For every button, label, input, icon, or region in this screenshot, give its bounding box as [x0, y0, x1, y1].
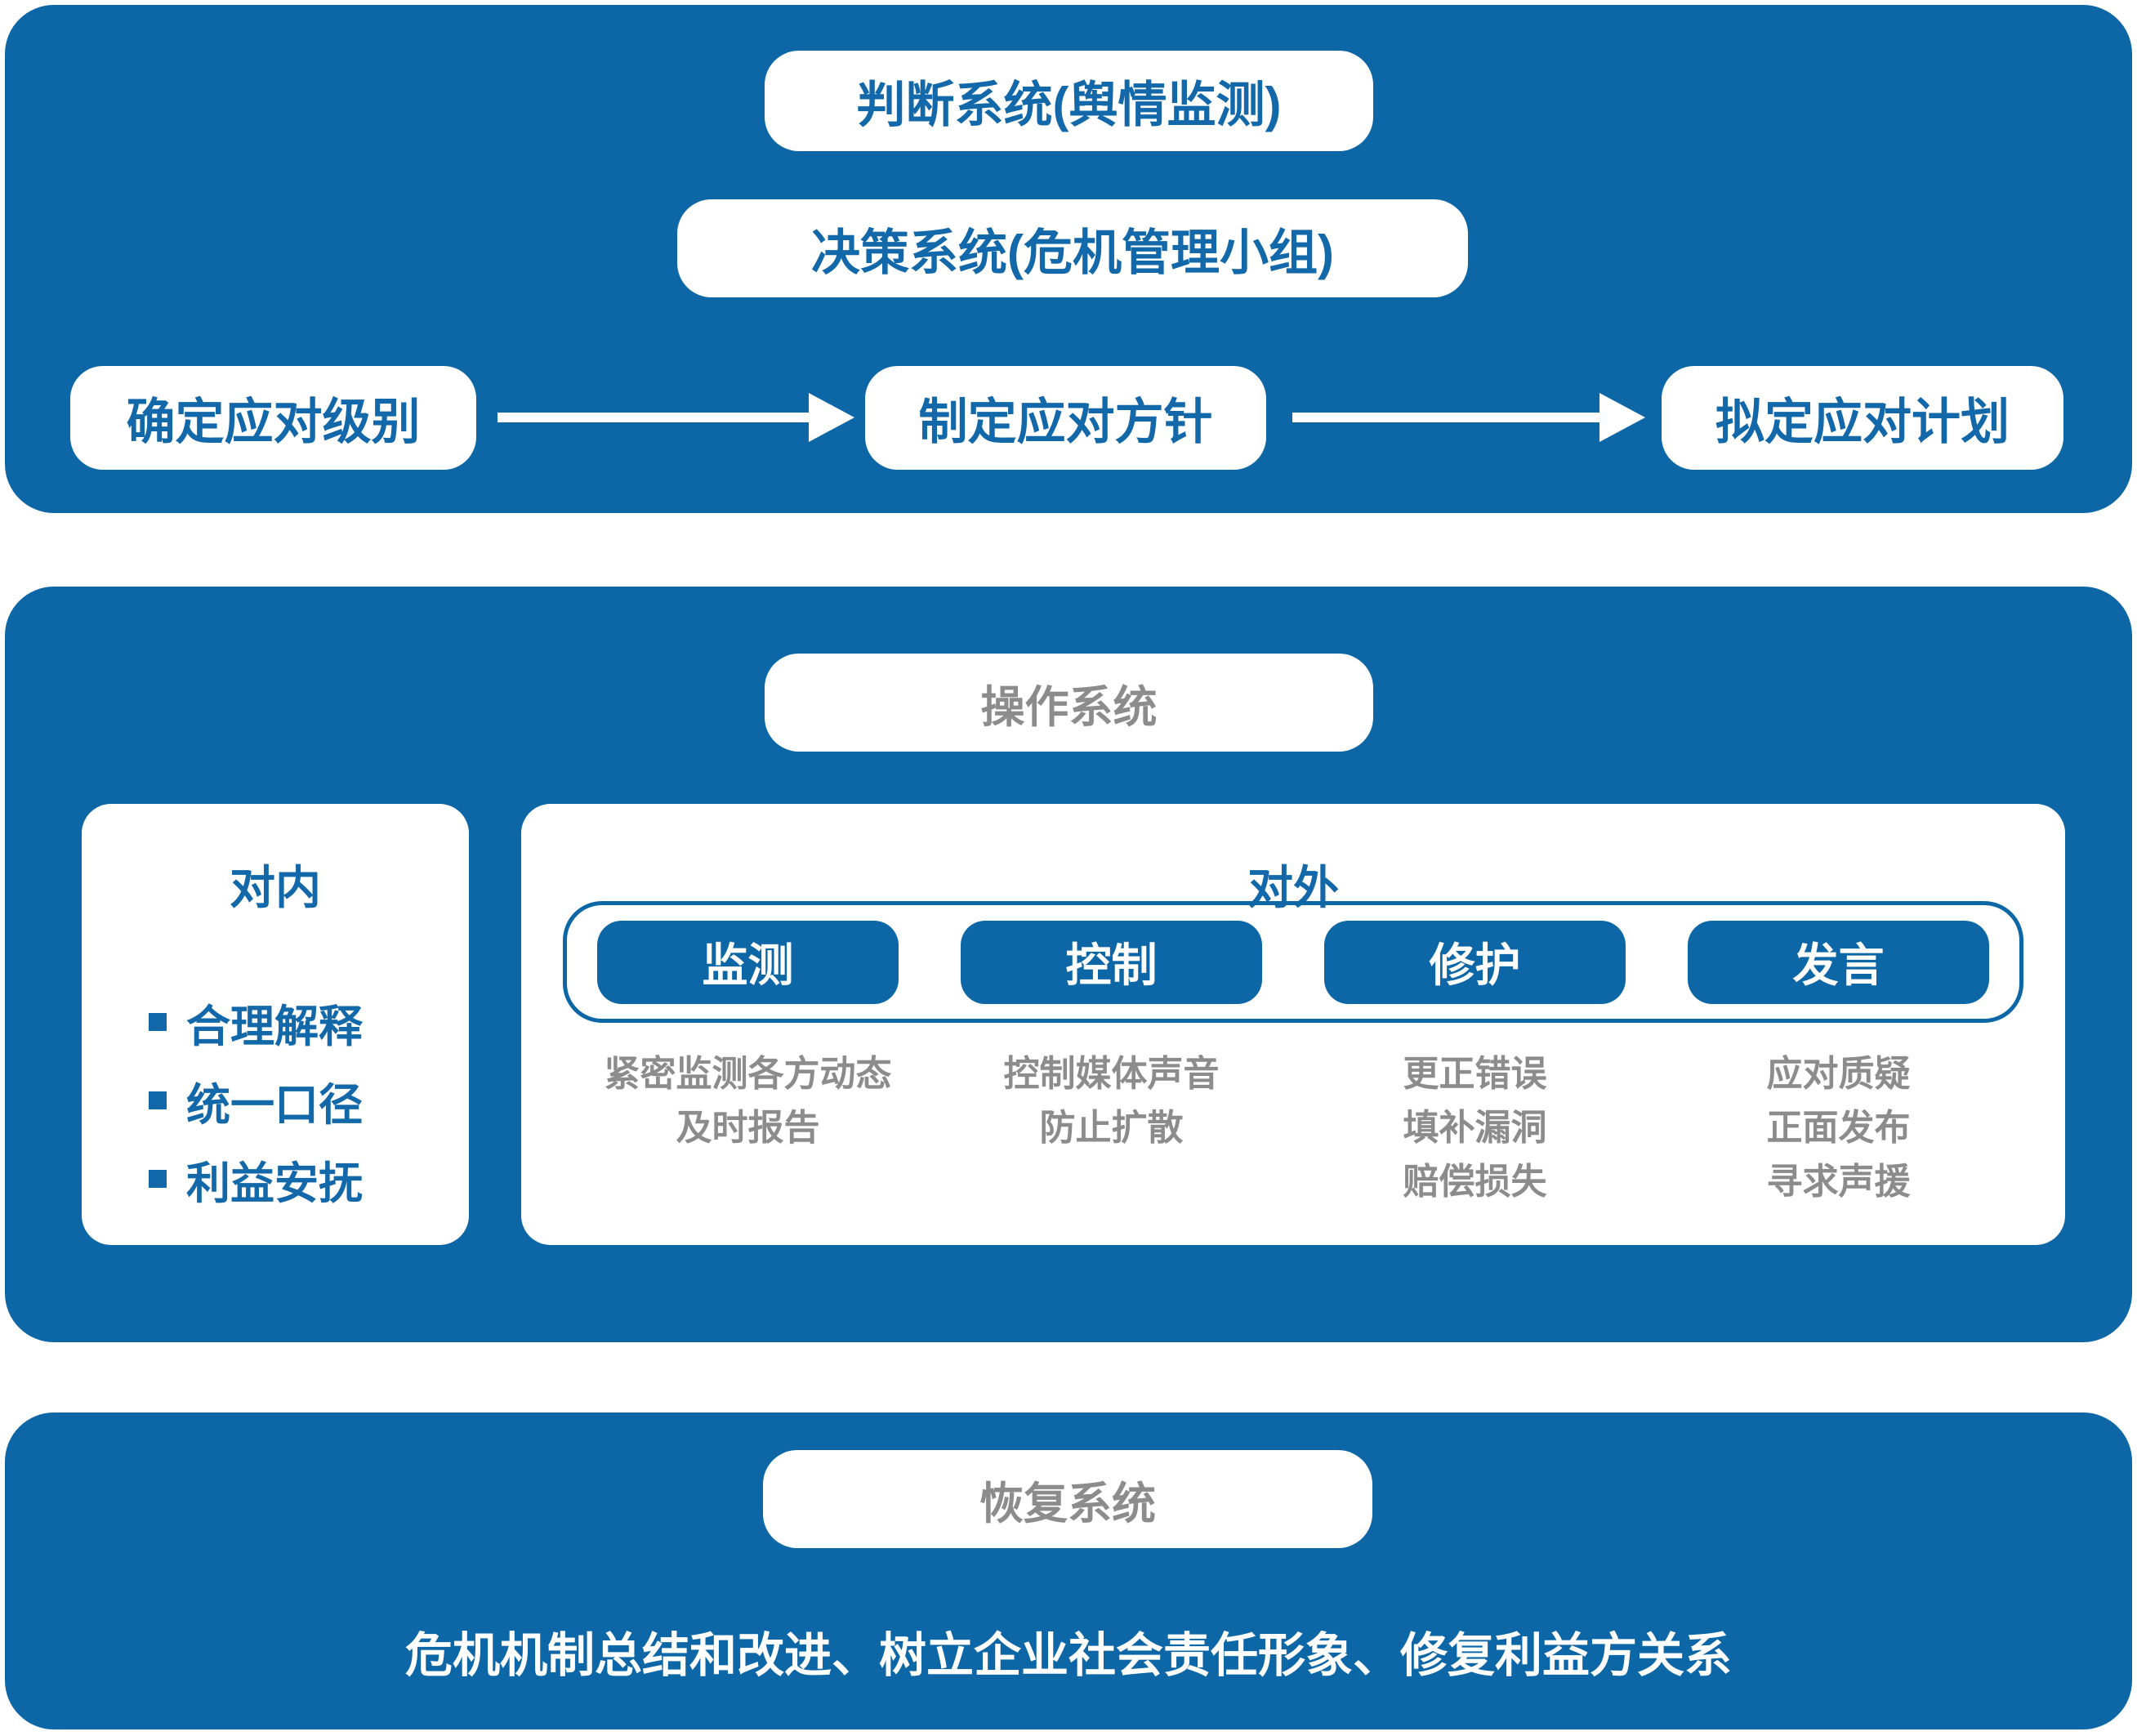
list-item: 合理解释	[82, 983, 469, 1061]
internal-item-label: 合理解释	[186, 1002, 363, 1051]
tactic-desc-speak: 应对质疑 正面发布 寻求声援	[1688, 1047, 1989, 1209]
operation-system-box: 操作系统	[765, 654, 1373, 752]
desc-line: 寻求声援	[1766, 1162, 1911, 1202]
desc-line: 及时报告	[676, 1108, 820, 1148]
step-draft-response-plan: 拟定应对计划	[1662, 366, 2063, 470]
desc-line: 控制媒体声音	[1003, 1054, 1220, 1094]
desc-line: 应对质疑	[1766, 1054, 1911, 1094]
external-panel: 对外 监测 控制 修护 发言 紧密监测各方动态 及时报告 控制媒体声音 防止扩散…	[521, 804, 2065, 1245]
recovery-system-label: 恢复系统	[979, 1479, 1156, 1528]
tactic-desc-repair: 更正错误 填补漏洞 赔偿损失	[1324, 1047, 1626, 1209]
arrow-head	[809, 393, 854, 442]
step-label: 确定应对级别	[126, 395, 421, 449]
desc-line: 填补漏洞	[1403, 1108, 1547, 1148]
operation-system-label: 操作系统	[980, 682, 1158, 732]
desc-line: 正面发布	[1766, 1108, 1911, 1148]
internal-item-list: 合理解释 统一口径 利益安抚	[82, 983, 469, 1218]
tactic-desc-monitor: 紧密监测各方动态 及时报告	[597, 1047, 899, 1209]
desc-line: 紧密监测各方动态	[604, 1054, 892, 1094]
arrow-right-icon	[497, 393, 854, 442]
decision-system-label: 决策系统(危机管理小组)	[811, 225, 1334, 280]
list-item: 统一口径	[82, 1061, 469, 1140]
tactic-chip-speak: 发言	[1688, 920, 1989, 1004]
step-determine-response-level: 确定应对级别	[70, 366, 476, 470]
judgment-system-label: 判断系统(舆情监测)	[856, 78, 1282, 132]
tactic-descriptions-row: 紧密监测各方动态 及时报告 控制媒体声音 防止扩散 更正错误 填补漏洞 赔偿损失…	[563, 1047, 2023, 1209]
internal-item-label: 利益安抚	[186, 1158, 363, 1208]
tactics-outline-frame: 监测 控制 修护 发言	[563, 901, 2023, 1023]
internal-panel: 对内 合理解释 统一口径 利益安抚	[82, 804, 469, 1245]
recovery-description: 危机机制总结和改进、树立企业社会责任形象、修复利益方关系	[404, 1629, 1732, 1682]
operation-section: 操作系统 对内 合理解释 统一口径 利益安抚 对外	[5, 587, 2132, 1342]
decision-system-box: 决策系统(危机管理小组)	[677, 199, 1468, 297]
arrow-shaft	[1292, 413, 1604, 422]
square-bullet-icon	[149, 1013, 167, 1031]
judgment-system-box: 判断系统(舆情监测)	[765, 51, 1373, 151]
step-label: 制定应对方针	[918, 395, 1213, 449]
tactic-chip-control: 控制	[961, 920, 1262, 1004]
internal-panel-title: 对内	[230, 862, 321, 913]
step-formulate-response-policy: 制定应对方针	[865, 366, 1266, 470]
desc-line: 防止扩散	[1039, 1108, 1184, 1148]
step-label: 拟定应对计划	[1715, 395, 2010, 449]
list-item: 利益安抚	[82, 1140, 469, 1218]
recovery-section: 恢复系统 危机机制总结和改进、树立企业社会责任形象、修复利益方关系	[5, 1412, 2132, 1729]
recovery-system-box: 恢复系统	[763, 1450, 1372, 1548]
desc-line: 更正错误	[1403, 1054, 1547, 1094]
tactic-chip-monitor: 监测	[597, 920, 899, 1004]
tactic-desc-control: 控制媒体声音 防止扩散	[961, 1047, 1262, 1209]
internal-item-label: 统一口径	[186, 1080, 363, 1130]
desc-line: 赔偿损失	[1403, 1162, 1547, 1202]
arrow-head	[1599, 393, 1645, 442]
arrow-right-icon	[1292, 393, 1645, 442]
square-bullet-icon	[149, 1091, 167, 1109]
square-bullet-icon	[149, 1170, 167, 1188]
judgment-decision-section: 判断系统(舆情监测) 决策系统(危机管理小组) 确定应对级别 制定应对方针 拟定…	[5, 5, 2132, 513]
tactic-chip-repair: 修护	[1324, 920, 1626, 1004]
arrow-shaft	[497, 413, 814, 422]
